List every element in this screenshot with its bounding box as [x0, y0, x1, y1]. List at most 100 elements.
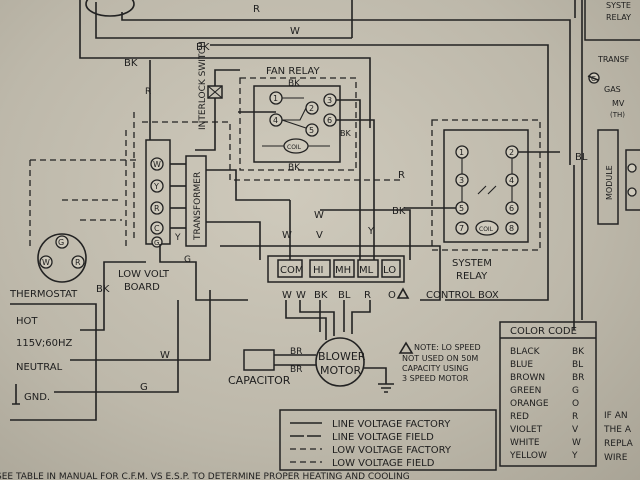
board-terminal-w-label: W: [153, 160, 161, 169]
wire-label-bk-fan-right: BK: [340, 129, 351, 138]
wire-top-2: [121, 12, 340, 21]
control-box-label: CONTROL BOX: [426, 290, 499, 301]
color-code-name: YELLOW: [509, 451, 547, 461]
system-relay-box-top-right: [584, 0, 640, 41]
fan-relay-terminal-6-label: 6: [327, 116, 332, 125]
system-relay-terminal-8: [505, 221, 519, 235]
color-code-abbrev: BR: [572, 373, 584, 383]
color-code-name: RED: [510, 412, 529, 422]
color-code-abbrev: W: [572, 438, 581, 448]
color-code-name: WHITE: [510, 438, 540, 448]
system-relay-dashed-border: [431, 119, 541, 251]
tap-wire-2: W: [296, 290, 306, 301]
interlock-switch-label: INTERLOCK SWITCH: [198, 41, 208, 130]
color-code-title: COLOR CODE: [510, 326, 577, 337]
system-relay-label-1: SYSTEM: [452, 258, 492, 269]
motor-lead-2: [299, 300, 335, 336]
board-terminal-c-label: C: [154, 224, 160, 233]
transformer-box: [185, 155, 207, 247]
motor-tap-strip: [267, 255, 405, 283]
color-code-abbrev: BK: [572, 347, 585, 357]
supply-neutral: NEUTRAL: [16, 362, 63, 373]
fan-relay-label: FAN RELAY: [266, 66, 320, 77]
top-right-label-1: SYSTE: [606, 1, 631, 10]
thermostat-terminal-g-label: G: [58, 238, 64, 247]
color-code-name: ORANGE: [510, 399, 549, 409]
wire-r-outer: [340, 19, 571, 165]
line-legend-box: [279, 409, 497, 471]
tap-mh-label: MH: [335, 265, 351, 276]
board-terminal-r-label: R: [154, 204, 160, 213]
wire-label-bk-fan-bottom: BK: [288, 163, 301, 173]
fan-relay-terminal-2-label: 2: [309, 104, 314, 113]
note-line-3: CAPACITY USING: [402, 364, 468, 373]
wire-label-bk-fan-top: BK: [288, 79, 301, 89]
wire-transformer-1: [206, 169, 290, 201]
control-box-outline: [220, 245, 441, 301]
note-line-2: NOT USED ON 50M: [402, 354, 478, 363]
system-relay-terminal-4-label: 4: [509, 176, 514, 185]
motor-lead-5: [351, 300, 371, 334]
wire-gnd: [54, 300, 179, 393]
thermostat-terminal-w-label: W: [42, 258, 50, 267]
color-code-name: GREEN: [510, 386, 541, 396]
transformer-label: TRANSFORMER: [193, 172, 203, 241]
color-code-abbrev: Y: [571, 451, 578, 461]
right-edge-text-3: REPLA: [604, 439, 634, 449]
legend-label-1: LINE VOLTAGE FACTORY: [332, 419, 451, 430]
thermostat-terminal-g: [55, 235, 69, 249]
fan-relay-dashed-border: [239, 77, 357, 171]
fan-relay-terminal-5: [305, 123, 319, 137]
wire-label-w-box: W: [282, 230, 292, 241]
legend-label-3: LOW VOLTAGE FACTORY: [332, 445, 452, 456]
system-relay-label-2: RELAY: [456, 271, 488, 282]
wire-label-w-top: W: [290, 26, 300, 37]
wire-label-g-board: G: [184, 255, 191, 265]
th-label: (TH): [610, 111, 625, 119]
blower-motor-label-2: MOTOR: [320, 364, 362, 377]
color-code-name: BLACK: [510, 347, 541, 357]
tap-wire-6: O: [388, 290, 396, 301]
system-relay-terminal-1-label: 1: [459, 148, 464, 157]
color-code-name: BLUE: [510, 360, 533, 370]
top-right-label-2: RELAY: [606, 13, 631, 22]
right-edge-box: [625, 149, 640, 211]
tap-lo: [381, 259, 401, 278]
mv-label: MV: [612, 99, 625, 108]
wire-label-br-1: BR: [290, 347, 302, 357]
system-relay-terminal-6-label: 6: [509, 204, 514, 213]
system-relay-terminal-7-label: 7: [459, 224, 464, 233]
wire-label-r-board: R: [145, 87, 151, 97]
color-code-abbrev: R: [572, 412, 578, 422]
wire-transformer-2: [206, 221, 261, 260]
tap-wire-5: R: [364, 290, 371, 301]
thermostat-terminal-w: [39, 255, 53, 269]
board-terminal-y-label: Y: [153, 182, 159, 191]
system-relay-coil-label: COIL: [479, 226, 494, 233]
board-terminal-g-label: G: [154, 239, 159, 247]
wire-w-outer: [210, 44, 549, 301]
board-label: BOARD: [124, 282, 160, 293]
thermostat-terminal-r-label: R: [75, 258, 81, 267]
transf-label: TRANSF: [597, 55, 630, 64]
bottom-note: SEE TABLE IN MANUAL FOR C.F.M. VS E.S.P.…: [0, 472, 410, 480]
fan-relay-coil-label: COIL: [287, 144, 302, 151]
thermostat-terminal-r: [71, 255, 85, 269]
wire-hot: [80, 261, 146, 331]
ground-symbol-motor: [364, 367, 394, 393]
color-code-table: [499, 321, 597, 467]
supply-box: [10, 303, 97, 421]
color-code-name: VIOLET: [510, 425, 543, 435]
tap-hi: [309, 259, 331, 278]
terminal-right-1: [627, 163, 637, 173]
fan-relay-contacts: [281, 97, 307, 129]
legend-label-4: LOW VOLTAGE FIELD: [332, 458, 435, 469]
system-relay-terminal-3-label: 3: [459, 176, 464, 185]
wire-label-bk-top-left: BK: [124, 58, 138, 69]
tap-ml-label: ML: [359, 265, 374, 276]
wire-fan-to-box-2: [336, 119, 375, 260]
capacitor-box: [243, 349, 275, 371]
blower-motor-circle: [315, 337, 365, 387]
system-relay-terminal-2-label: 2: [509, 148, 514, 157]
